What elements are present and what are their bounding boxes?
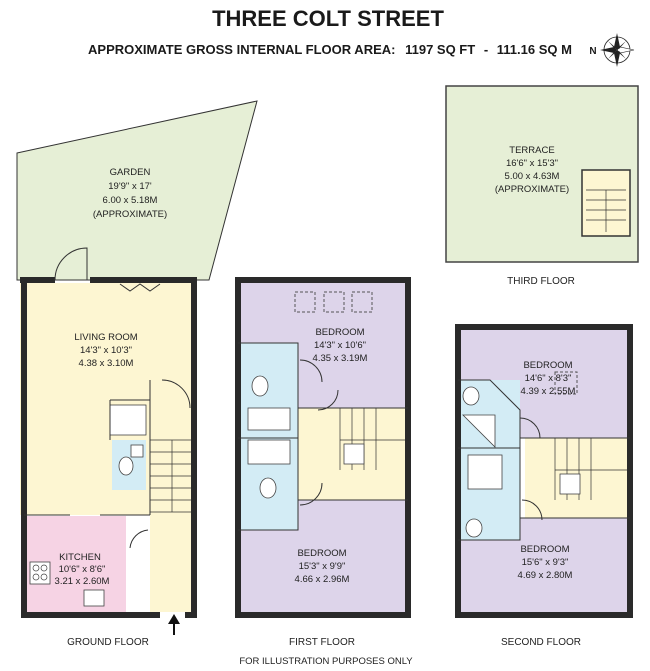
first-bedroom-top-name: BEDROOM [315,327,364,338]
third-stairs [586,189,626,232]
ground-floor-label: GROUND FLOOR [67,637,149,648]
terrace-note: (APPROXIMATE) [495,184,569,195]
second-bedroom-bottom-dim-imperial: 15'6" x 9'3" [522,557,569,568]
area-label: APPROXIMATE GROSS INTERNAL FLOOR AREA: [88,42,395,57]
first-toilet-top-icon [251,375,269,397]
first-bedroom-top-dim-imperial: 14'3" x 10'6" [314,340,366,351]
living-room-name: LIVING ROOM [74,332,137,343]
second-stairs [554,438,630,500]
first-floor-walls [235,277,411,618]
area-sqm: 111.16 SQ M [497,42,572,57]
second-shower-icon [467,454,503,490]
entrance-arrow-icon [168,614,180,635]
first-bath-icon [247,439,291,465]
second-shower-corner-icon [462,414,496,448]
compass-north-label: N [589,46,596,57]
area-subtitle: APPROXIMATE GROSS INTERNAL FLOOR AREA: 1… [88,42,572,57]
garden-note: (APPROXIMATE) [93,209,167,220]
first-stair-void [343,443,365,465]
first-bedroom-bottom-dim-imperial: 15'3" x 9'9" [299,561,346,572]
second-bedroom-top-name: BEDROOM [523,360,572,371]
kitchen-dim-imperial: 10'6" x 8'6" [59,564,106,575]
first-shower-icon [247,407,291,431]
second-bedroom-bottom-name: BEDROOM [520,544,569,555]
second-toilet-top-icon [462,386,480,406]
ground-floor-plan: GARDEN 19'9" x 17' 6.00 x 5.18M (APPROXI… [16,100,258,648]
area-sqft: 1197 SQ FT [405,42,475,57]
first-toilet-bottom-icon [259,477,277,499]
second-bedroom-top-dim-imperial: 14'6" x 8'3" [525,373,572,384]
ground-floor-walls [20,277,197,618]
basin-icon [130,444,144,458]
first-bedroom-top-dim-metric: 4.35 x 3.19M [313,353,368,364]
terrace-dim-metric: 5.00 x 4.63M [505,171,560,182]
second-floor-label: SECOND FLOOR [501,637,581,648]
ground-stairs [150,439,194,513]
kitchen-name: KITCHEN [59,552,101,563]
first-floor-plan: BEDROOM 14'3" x 10'6" 4.35 x 3.19M BEDRO… [235,277,411,648]
terrace-dim-imperial: 16'6" x 15'3" [506,158,558,169]
area-sep: - [484,42,488,57]
terrace-name: TERRACE [509,145,554,156]
second-stair-void [559,473,581,495]
kitchen-dim-metric: 3.21 x 2.60M [55,576,110,587]
bifold-doors [119,283,161,292]
toilet-icon [118,456,134,476]
hob-icon [29,561,51,585]
garden-dim-imperial: 19'9" x 17' [108,181,152,192]
first-bedroom-bottom-name: BEDROOM [297,548,346,559]
third-floor-plan: TERRACE 16'6" x 15'3" 5.00 x 4.63M (APPR… [445,85,639,287]
cupboard [109,404,147,436]
compass-rose-icon [600,33,635,67]
second-bedroom-top-dim-metric: 4.39 x 2.55M [521,386,576,397]
living-room-dim-imperial: 14'3" x 10'3" [80,345,132,356]
first-bedroom-bottom-dim-metric: 4.66 x 2.96M [295,574,350,585]
first-floor-label: FIRST FLOOR [289,637,355,648]
living-room-dim-metric: 4.38 x 3.10M [79,358,134,369]
second-floor-walls [455,324,633,618]
illustration-disclaimer: FOR ILLUSTRATION PURPOSES ONLY [239,656,413,667]
garden-area [16,100,258,281]
second-toilet-bottom-icon [465,518,483,538]
garden-dim-metric: 6.00 x 5.18M [103,195,158,206]
garden-name: GARDEN [110,167,151,178]
third-floor-label: THIRD FLOOR [507,276,575,287]
second-bedroom-bottom-dim-metric: 4.69 x 2.80M [518,570,573,581]
page-title: THREE COLT STREET [212,6,444,31]
second-floor-plan: BEDROOM 14'6" x 8'3" 4.39 x 2.55M BEDROO… [455,324,633,648]
sink-icon [83,589,105,607]
